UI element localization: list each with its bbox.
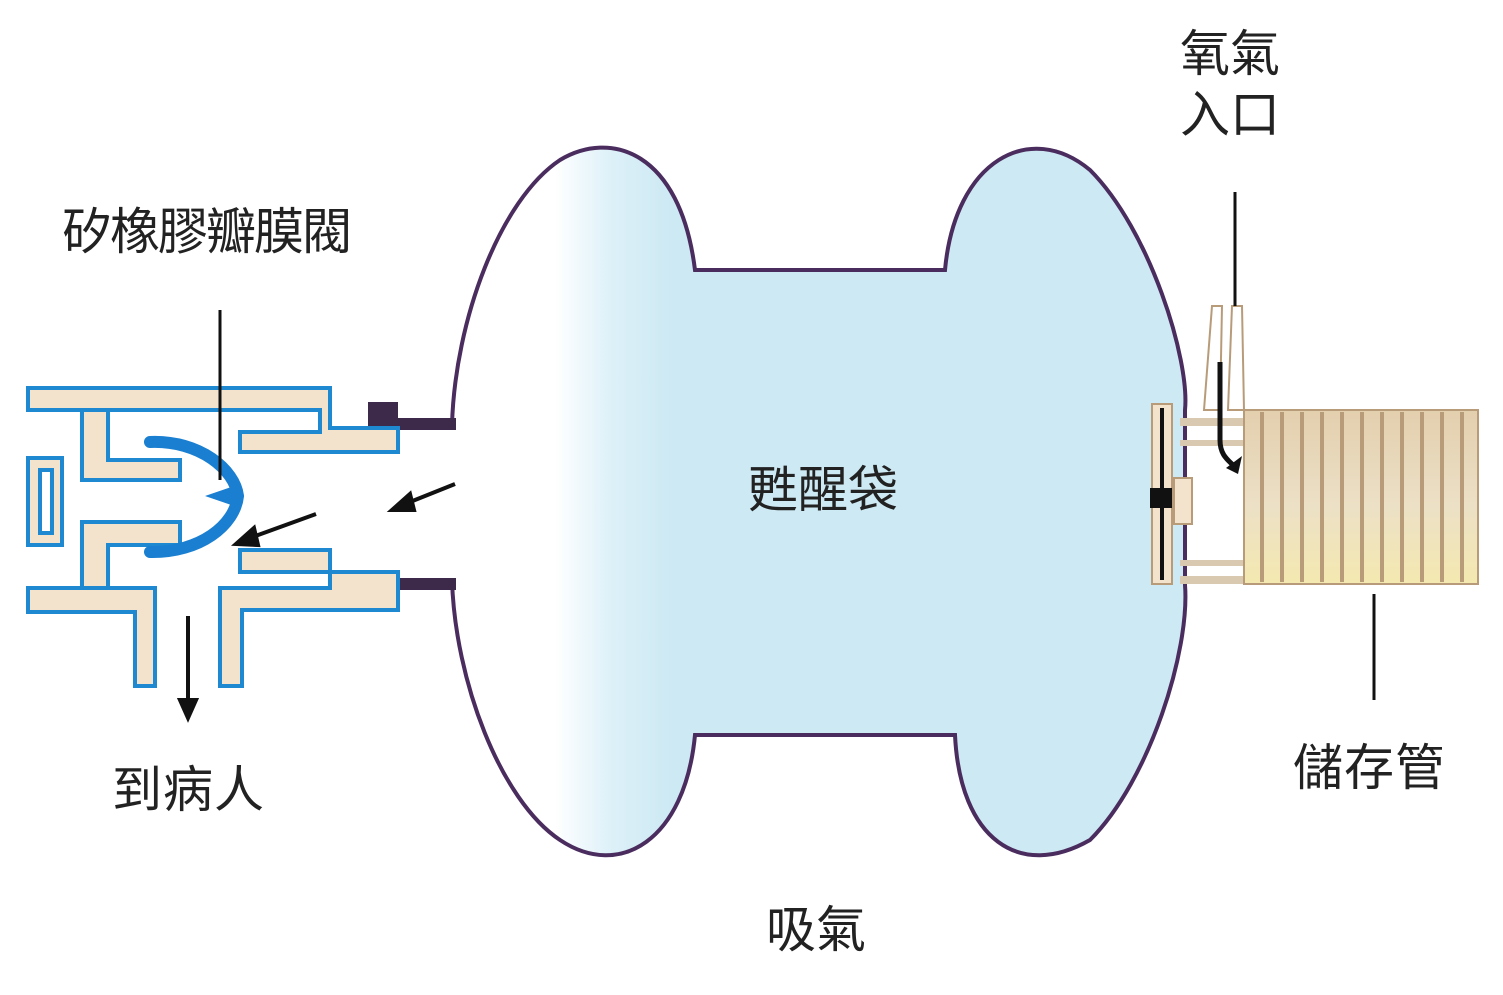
to-patient-label: 到病人 <box>112 761 265 819</box>
upper-connector-bar <box>398 418 456 430</box>
oxygen-inlet-label-line1: 氧氣 <box>1180 25 1280 83</box>
silicone-valve-label: 矽橡膠瓣膜閥 <box>62 203 352 261</box>
lower-connector-bar <box>398 578 456 590</box>
oxygen-inlet-label: 氧氣 入口 <box>1180 24 1290 146</box>
reservoir-label: 儲存管 <box>1293 739 1446 797</box>
bag-body <box>450 145 1188 858</box>
bag-neck-opening <box>430 428 462 578</box>
inlet-valve-assembly <box>1150 305 1246 585</box>
oxygen-inlet-label-line2: 入口 <box>1180 86 1280 144</box>
flow-arrows <box>176 482 456 723</box>
inhale-label: 吸氣 <box>766 901 866 959</box>
bag-label: 甦醒袋 <box>748 461 898 519</box>
membrane-tip <box>205 484 244 508</box>
valve-housing <box>26 386 400 688</box>
reservoir-tube <box>1243 409 1479 585</box>
